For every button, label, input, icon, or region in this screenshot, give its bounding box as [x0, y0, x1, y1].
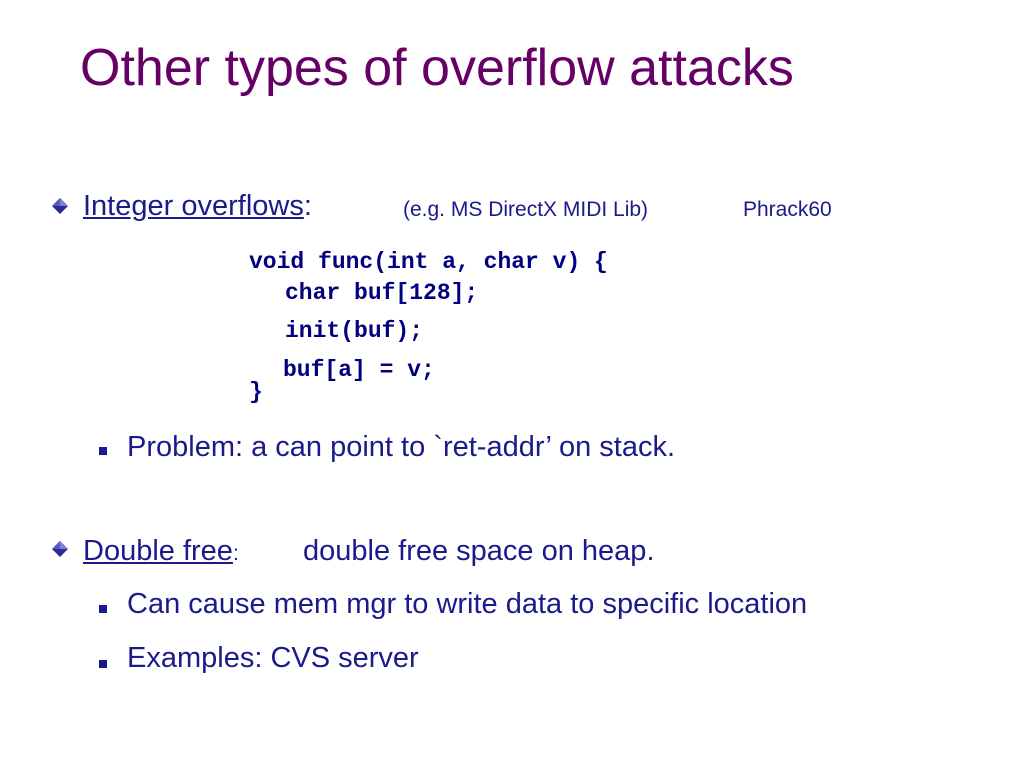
- double-free-description: double free space on heap.: [303, 535, 655, 567]
- square-bullet-icon: [99, 605, 107, 613]
- problem-text: Problem: a can point to `ret-addr’ on st…: [127, 431, 676, 463]
- code-line-2: char buf[128];: [285, 280, 479, 306]
- square-bullet-icon: [99, 447, 107, 455]
- double-free-colon: :: [232, 542, 239, 565]
- code-line-1: void func(int a, char v) {: [249, 249, 608, 275]
- integer-overflows-example: (e.g. MS DirectX MIDI Lib): [403, 198, 649, 221]
- diamond-bullet-icon: [52, 541, 68, 557]
- sub-bullet-mem-mgr: Can cause mem mgr to write data to speci…: [127, 588, 808, 620]
- double-free-term: Double free: [83, 535, 233, 567]
- square-bullet-icon: [99, 660, 107, 668]
- code-line-5: }: [249, 379, 263, 405]
- code-line-4: buf[a] = v;: [283, 357, 435, 383]
- bullet-double-free: Double free:: [83, 535, 239, 568]
- integer-overflows-reference: Phrack60: [743, 198, 832, 221]
- diamond-bullet-icon: [52, 198, 68, 214]
- bullet-integer-overflows: Integer overflows:: [83, 190, 312, 223]
- integer-overflows-colon: :: [303, 190, 312, 222]
- sub-bullet-examples: Examples: CVS server: [127, 642, 419, 674]
- code-line-3: init(buf);: [285, 318, 424, 344]
- integer-overflows-term: Integer overflows: [83, 190, 304, 222]
- slide-title: Other types of overflow attacks: [80, 39, 794, 97]
